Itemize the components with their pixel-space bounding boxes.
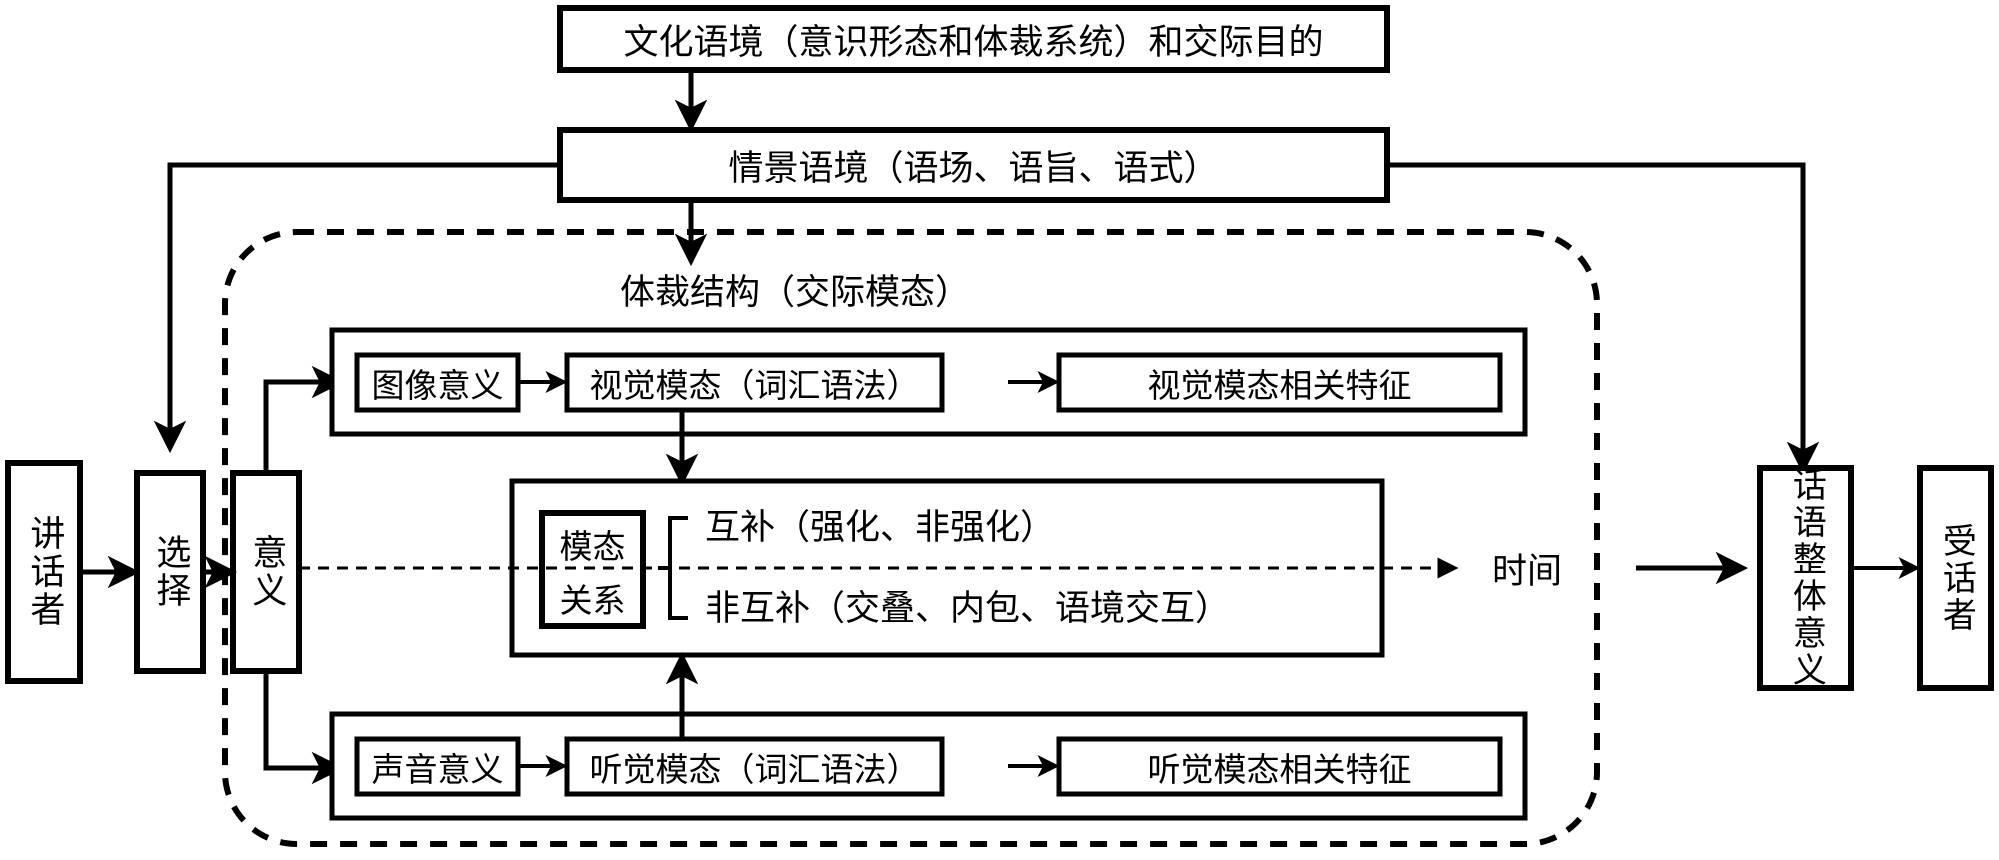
situational-context-label: 情景语境（语场、语旨、语式） — [728, 148, 1219, 188]
addressee-box-shape — [1917, 465, 1994, 691]
connector-situation-to-selection — [153, 162, 560, 454]
speaker-label: 讲话者 — [25, 515, 65, 629]
connector-meaning-to-sound-meaning — [263, 671, 345, 785]
image-meaning-box-shape — [354, 352, 521, 413]
modal-relation-label-line1: 模态 — [559, 529, 626, 566]
genre-structure-label: 体裁结构（交际模态） — [619, 272, 970, 312]
sound-meaning-box-shape — [354, 736, 521, 797]
meaning-box-shape — [230, 470, 302, 674]
selection-label: 选择 — [151, 534, 191, 610]
connector-meaning-to-image-meaning — [263, 365, 345, 473]
visual-features-label: 视觉模态相关特征 — [1147, 368, 1412, 405]
complementary-label: 互补（强化、非强化） — [705, 508, 1056, 547]
auditory-modality-label: 听觉模态（词汇语法） — [589, 752, 920, 789]
meaning-label: 意义 — [247, 534, 287, 610]
addressee-label: 受话者 — [1937, 522, 1975, 634]
cultural-context-label: 文化语境（意识形态和体裁系统）和交际目的 — [623, 22, 1324, 62]
connector-situation-to-discourse — [1387, 162, 1820, 475]
image-meaning-label: 图像意义 — [371, 368, 504, 405]
genre-structure-dashed-region — [222, 229, 1600, 847]
sound-meaning-label: 声音意义 — [371, 752, 504, 789]
modal-relation-label-line2: 关系 — [559, 583, 626, 620]
discourse-meaning-label: 话语整体意义 — [1787, 467, 1825, 689]
time-axis-label: 时间 — [1491, 551, 1562, 591]
non-complementary-label: 非互补（交叠、内包、语境交互） — [705, 589, 1231, 628]
visual-modality-label: 视觉模态（词汇语法） — [589, 368, 920, 405]
auditory-features-label: 听觉模态相关特征 — [1147, 752, 1412, 789]
cultural-context-box-shape — [557, 5, 1390, 73]
discourse-meaning-box-shape — [1757, 465, 1854, 691]
